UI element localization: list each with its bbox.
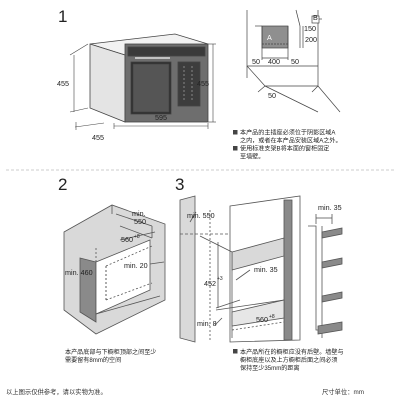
note-line-1: 本产品的主插座必须位于阴影区域A [240,129,336,137]
footer-disclaimer: 以上图示仅供参考，请以实物为准。 [6,387,107,396]
socket-zone-a-label: A [267,33,272,42]
cabinet-side-section [308,214,343,338]
socket-height-dim: 200 [305,35,317,44]
p3-note-line-3: 保持至少35mm的距离 [240,364,300,372]
p2-min460-dim: min. 460 [65,268,93,277]
socket-bottom-dim: 50 [268,91,276,100]
p3-min35-dim: min. 35 [254,265,278,274]
p3-width-dim: 560 [256,315,268,324]
socket-left-dim: 50 [252,57,260,66]
p2-width-dim: 560 [121,235,133,244]
footer-unit: 尺寸单位：mm [322,387,364,396]
note-line-2: 之内，或者在本产品安装区域A之外。 [240,137,342,145]
oven-width-dim: 595 [155,113,167,122]
oven-depth-dim: 455 [92,133,104,142]
cabinet-undercounter-diagram [63,204,166,335]
p3-height-dim: 452 [204,279,216,288]
note-line-4: 至墙壁。 [240,153,264,161]
p3-min8-dim: min. 8 [197,319,217,328]
p2-min550-dim-b: 550 [134,217,146,226]
cabinet-tall-diagram [179,195,301,343]
bracket-b-label: B [313,13,318,22]
step-1-number: 1 [58,7,67,26]
p2-note-line-2: 需要留有8mm的空间 [65,356,121,364]
oven-illustration [89,33,209,123]
p3-note-bullet [233,349,238,354]
socket-width-dim: 400 [268,57,280,66]
p2-width-tolerance: +8 [134,234,140,240]
note-line-3: 使用标准支架B将本面的窗柜固定 [240,145,329,153]
step-3-number: 3 [175,175,184,194]
p3-min550-dim: min. 550 [187,211,215,220]
oven-dimension-lines [69,43,216,130]
note-bullet-1 [233,130,238,135]
oven-height-dim: 455 [57,79,69,88]
p3-height-tolerance: +3 [217,276,223,282]
p2-min550-dim-a: min. [132,209,146,218]
p3-note-line-1: 本产品所在的橱柜应没有后壁。墙壁与 [240,348,344,356]
step-2-number: 2 [58,175,67,194]
p2-min20-dim: min. 20 [124,261,148,270]
p3-min35-side-dim: min. 35 [318,203,342,212]
p2-note-line-1: 本产品底部与下橱柜顶部之间至少 [65,348,156,356]
socket-top-dim: 150 [304,24,316,33]
socket-right-dim: 50 [291,57,299,66]
p3-note-line-2: 橱柜底座以及上方橱柜后面之间必须 [240,356,338,364]
p3-width-tolerance: +8 [269,314,275,320]
oven-height-dim-right: 455 [197,79,209,88]
socket-area-diagram [246,9,341,113]
note-bullet-2 [233,146,238,151]
